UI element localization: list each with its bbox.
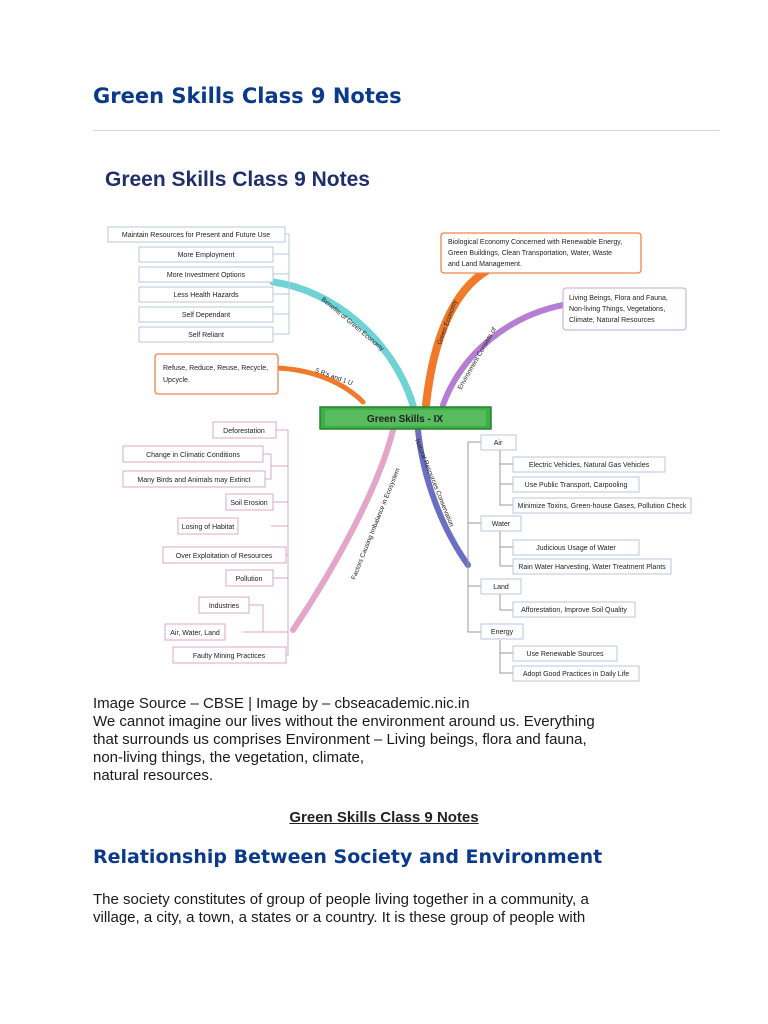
resource-energy: Energy	[480, 623, 524, 640]
intro-paragraph: We cannot imagine our lives without the …	[93, 713, 693, 785]
benefit-item: Self Reliant	[138, 326, 274, 343]
factor-item: Industries	[198, 596, 250, 614]
intro-line: We cannot imagine our lives without the …	[93, 713, 595, 730]
svg-text:Electric Vehicles, Natural Gas: Electric Vehicles, Natural Gas Vehicles	[529, 462, 650, 469]
svg-text:Over Exploitation of Resources: Over Exploitation of Resources	[176, 553, 273, 560]
green-economy-box: Biological Economy Concerned with Renewa…	[440, 232, 642, 274]
branch-5rs	[275, 365, 366, 405]
svg-text:and Land Management.: and Land Management.	[448, 261, 522, 268]
factor-item: Air, Water, Land	[164, 623, 226, 641]
image-source-caption: Image Source – CBSE | Image by – cbseaca…	[93, 695, 470, 712]
svg-text:Adopt Good Practices in Daily: Adopt Good Practices in Daily Life	[523, 671, 629, 678]
svg-text:More Employment: More Employment	[178, 252, 235, 259]
svg-text:Soil Erosion: Soil Erosion	[230, 500, 267, 507]
environment-box: Living Beings, Flora and Fauna, Non-livi…	[562, 287, 687, 331]
svg-text:Judicious Usage of Water: Judicious Usage of Water	[536, 545, 616, 552]
svg-text:Use Renewable Sources: Use Renewable Sources	[526, 651, 604, 658]
section-heading: Relationship Between Society and Environ…	[93, 846, 603, 868]
svg-text:Energy: Energy	[491, 629, 514, 636]
benefit-item: More Investment Options	[138, 266, 274, 283]
svg-text:Industries: Industries	[209, 603, 240, 610]
svg-text:Afforestation, Improve Soil Qu: Afforestation, Improve Soil Quality	[521, 607, 627, 614]
society-paragraph: The society constitutes of group of peop…	[93, 891, 693, 927]
svg-text:Self Dependant: Self Dependant	[182, 312, 230, 319]
mindmap-figure: Green Skills Class 9 Notes Benefits of G…	[93, 150, 701, 685]
society-line: village, a city, a town, a states or a c…	[93, 909, 586, 926]
benefit-item: Self Dependant	[138, 306, 274, 323]
mindmap-center-node: Green Skills - IX	[319, 406, 492, 430]
factor-item: Losing of Habitat	[177, 517, 239, 535]
page-title: Green Skills Class 9 Notes	[93, 84, 402, 108]
svg-text:Losing of Habitat: Losing of Habitat	[182, 524, 235, 531]
svg-text:Minimize Toxins, Green-house G: Minimize Toxins, Green-house Gases, Poll…	[518, 503, 687, 510]
society-line: The society constitutes of group of peop…	[93, 891, 589, 908]
resource-air: Air	[480, 434, 517, 451]
branch-natural	[415, 427, 471, 568]
svg-text:Air, Water, Land: Air, Water, Land	[170, 630, 220, 637]
mindmap-heading: Green Skills Class 9 Notes	[105, 168, 370, 191]
svg-text:More Investment Options: More Investment Options	[167, 272, 246, 279]
resource-water: Water	[480, 515, 522, 532]
resource-item: Minimize Toxins, Green-house Gases, Poll…	[512, 497, 692, 514]
svg-text:Non-living Things, Vegetations: Non-living Things, Vegetations,	[569, 306, 665, 313]
svg-text:Change in Climatic Conditions: Change in Climatic Conditions	[146, 452, 240, 459]
resource-item: Rain Water Harvesting, Water Treatment P…	[512, 558, 672, 575]
resource-item: Adopt Good Practices in Daily Life	[512, 665, 640, 682]
svg-text:Deforestation: Deforestation	[223, 428, 265, 435]
svg-text:Use Public Transport, Carpooli: Use Public Transport, Carpooling	[525, 482, 628, 489]
intro-line: natural resources.	[93, 767, 214, 784]
intro-line: that surrounds us comprises Environment …	[93, 731, 587, 748]
branch-benefits-label: Benefits of Green Economy	[320, 296, 386, 353]
factor-item: Over Exploitation of Resources	[162, 546, 287, 564]
branch-benefits	[269, 278, 417, 409]
factor-item: Deforestation	[212, 421, 277, 439]
svg-text:Upcycle.: Upcycle.	[163, 377, 190, 384]
svg-text:Many Birds and Animals may Ext: Many Birds and Animals may Extinct	[137, 477, 250, 484]
resource-item: Use Public Transport, Carpooling	[512, 476, 640, 493]
factor-item: Change in Climatic Conditions	[122, 445, 264, 463]
svg-text:Rain Water Harvesting, Water T: Rain Water Harvesting, Water Treatment P…	[518, 564, 666, 571]
svg-text:Refuse, Reduce, Reuse, Recycle: Refuse, Reduce, Reuse, Recycle,	[163, 365, 268, 372]
branch-natural-label: Natural Resources Conservation	[413, 438, 455, 528]
resource-item: Electric Vehicles, Natural Gas Vehicles	[512, 456, 666, 473]
benefit-item: More Employment	[138, 246, 274, 263]
benefit-item: Less Health Hazards	[138, 286, 274, 303]
svg-text:Less Health Hazards: Less Health Hazards	[174, 292, 239, 299]
svg-text:Self Reliant: Self Reliant	[188, 332, 224, 339]
resource-item: Use Renewable Sources	[512, 645, 618, 662]
svg-text:Maintain Resources for Present: Maintain Resources for Present and Futur…	[122, 232, 270, 239]
title-divider	[93, 130, 719, 131]
resource-land: Land	[480, 578, 522, 595]
resource-item: Judicious Usage of Water	[512, 539, 640, 556]
svg-text:Faulty Mining Practices: Faulty Mining Practices	[193, 653, 266, 660]
branch-factors	[290, 427, 396, 633]
factor-item: Pollution	[225, 569, 274, 587]
svg-text:Water: Water	[492, 521, 511, 528]
svg-text:Biological Economy Concerned w: Biological Economy Concerned with Renewa…	[448, 239, 622, 246]
svg-text:Land: Land	[493, 584, 509, 591]
svg-text:Green Buildings, Clean Transpo: Green Buildings, Clean Transportation, W…	[448, 250, 612, 257]
branch-green-economy	[422, 266, 492, 409]
intro-line: non-living things, the vegetation, clima…	[93, 749, 364, 766]
notes-link[interactable]: Green Skills Class 9 Notes	[289, 809, 479, 826]
branch-green-economy-label: Green Economy	[436, 298, 459, 345]
branch-environment-label: Environment Consists of	[457, 326, 498, 391]
factor-item: Soil Erosion	[225, 493, 274, 511]
branch-environment	[440, 302, 566, 408]
resource-item: Afforestation, Improve Soil Quality	[512, 601, 636, 618]
svg-text:Living Beings, Flora and Fauna: Living Beings, Flora and Fauna,	[569, 295, 668, 302]
svg-text:Air: Air	[494, 440, 503, 447]
benefit-item: Maintain Resources for Present and Futur…	[107, 226, 286, 243]
factor-item: Faulty Mining Practices	[172, 646, 287, 664]
svg-text:Pollution: Pollution	[236, 576, 263, 583]
factor-item: Many Birds and Animals may Extinct	[122, 470, 266, 488]
rs-box: Refuse, Reduce, Reuse, Recycle, Upcycle.	[154, 353, 279, 395]
svg-text:Climate, Natural Resources: Climate, Natural Resources	[569, 317, 655, 324]
svg-text:Green Skills - IX: Green Skills - IX	[367, 414, 443, 425]
